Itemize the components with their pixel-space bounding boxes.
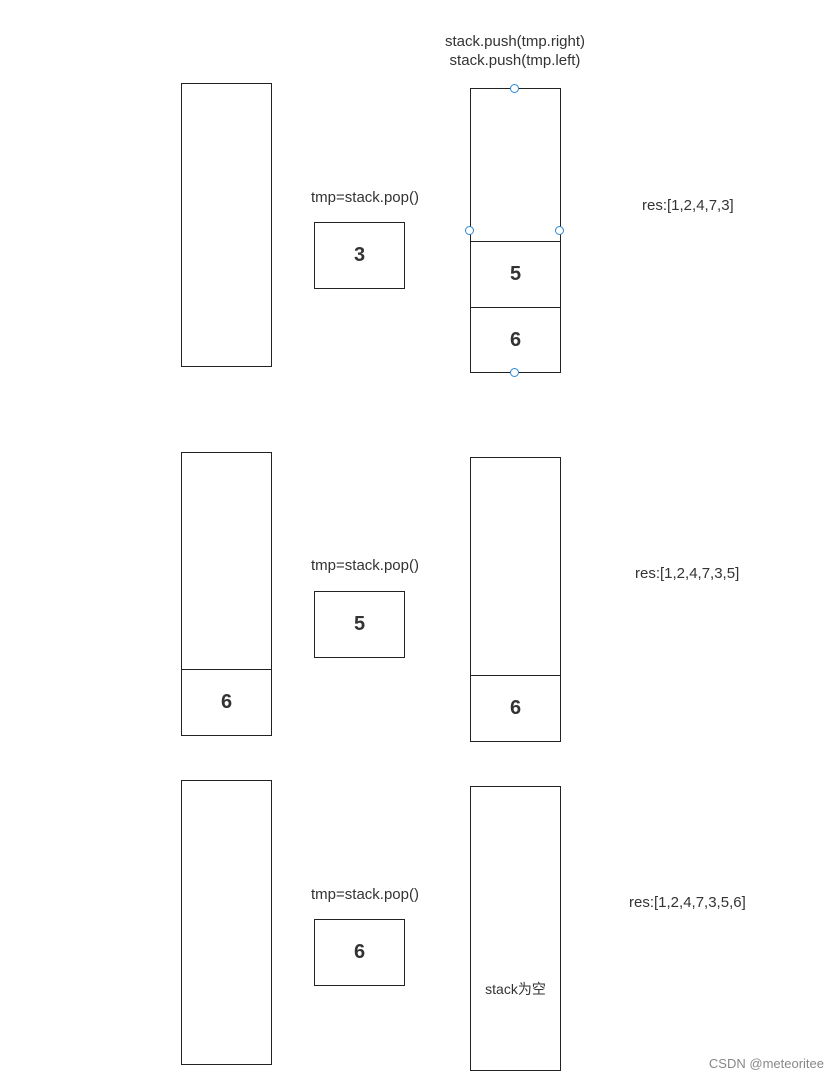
selection-handle-top[interactable] <box>510 84 519 93</box>
row2-left-stack: 6 <box>181 452 272 736</box>
row1-res: res:[1,2,4,7,3] <box>642 197 734 214</box>
row1-right-cell-1: 5 <box>471 241 560 307</box>
row2-right-cell-1: 6 <box>471 675 560 741</box>
row3-right-stack: stack为空 <box>470 786 561 1071</box>
selection-handle-bottom[interactable] <box>510 368 519 377</box>
row1-left-stack <box>181 83 272 367</box>
row3-pop-label: tmp=stack.pop() <box>311 886 419 903</box>
row3-left-stack <box>181 780 272 1065</box>
row1-pop-label: tmp=stack.pop() <box>311 189 419 206</box>
row2-right-stack: 6 <box>470 457 561 742</box>
row1-tmp-box: 3 <box>314 222 405 289</box>
row2-res: res:[1,2,4,7,3,5] <box>635 565 740 582</box>
selection-handle-right[interactable] <box>555 226 564 235</box>
push-note-line2: stack.push(tmp.left) <box>449 52 581 69</box>
row2-pop-label: tmp=stack.pop() <box>311 557 419 574</box>
selection-handle-left[interactable] <box>465 226 474 235</box>
row2-tmp-box: 5 <box>314 591 405 658</box>
row1-right-cell-2: 6 <box>471 307 560 373</box>
row3-empty-note: stack为空 <box>485 981 546 997</box>
push-note-line1: stack.push(tmp.right) <box>444 33 586 50</box>
row3-tmp-box: 6 <box>314 919 405 986</box>
row3-res: res:[1,2,4,7,3,5,6] <box>629 894 746 911</box>
row2-left-cell-1: 6 <box>182 669 271 735</box>
row1-right-stack: 5 6 <box>470 88 561 373</box>
csdn-watermark: CSDN @meteoritee <box>708 1056 824 1071</box>
